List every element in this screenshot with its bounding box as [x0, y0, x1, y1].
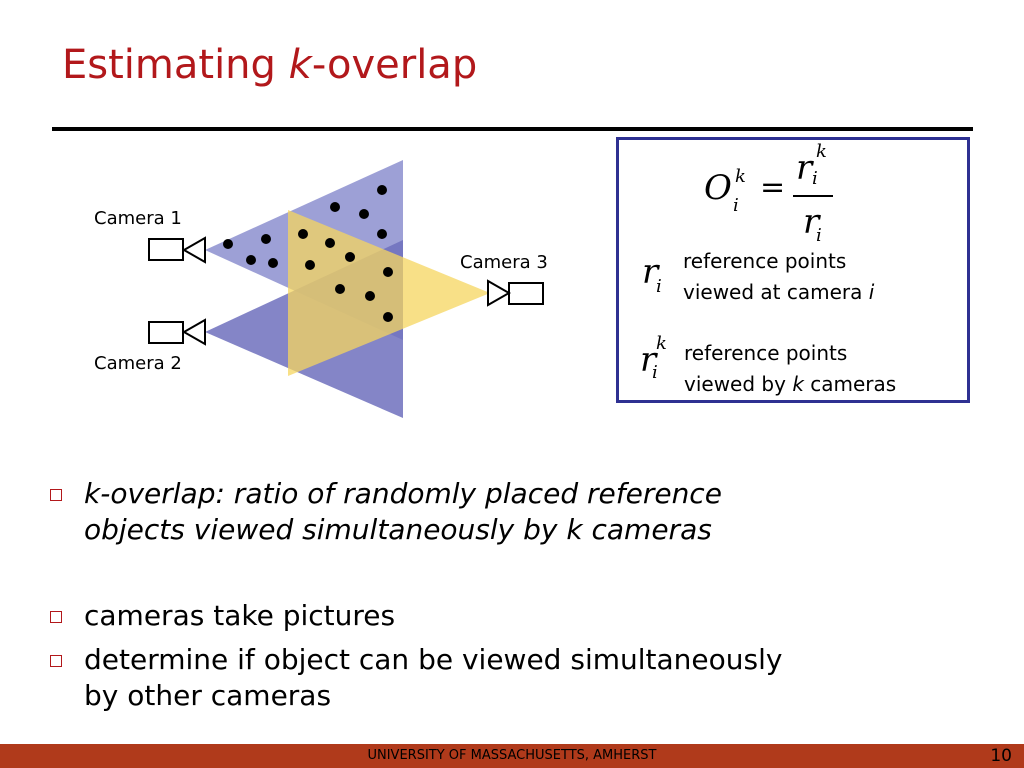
bullet-item: k-overlap: ratio of randomly placed refe…	[48, 476, 988, 548]
formula-equals: =	[760, 170, 786, 205]
camera1-icon	[148, 236, 206, 264]
def2-line1: reference points	[684, 341, 848, 365]
bullet-item: cameras take pictures	[48, 598, 988, 634]
reference-point	[365, 291, 375, 301]
slide-title: Estimating k-overlap	[62, 42, 477, 88]
reference-point	[268, 258, 278, 268]
def2-symbol-base: r	[640, 340, 657, 380]
def2-symbol-sub: i	[652, 362, 658, 383]
bullet-line: k-overlap: ratio of randomly placed refe…	[84, 477, 722, 510]
reference-point	[335, 284, 345, 294]
title-prefix: Estimating	[62, 42, 289, 88]
reference-point	[359, 209, 369, 219]
def2-text: reference points viewed by k cameras	[684, 338, 896, 400]
formula-lhs-base: O	[704, 168, 732, 208]
def1-symbol-base: r	[642, 252, 659, 292]
reference-point	[377, 185, 387, 195]
def2-line2: viewed by k cameras	[684, 369, 896, 400]
reference-point	[305, 260, 315, 270]
def1-text: reference points viewed at camera i	[683, 246, 874, 308]
camera3-icon	[487, 279, 544, 307]
formula-lhs-sup: k	[735, 166, 746, 187]
reference-point	[383, 312, 393, 322]
bullet-square-icon	[50, 489, 62, 501]
def2-line2-prefix: viewed by	[684, 372, 793, 396]
reference-point	[246, 255, 256, 265]
formula-numerator-sub: i	[812, 168, 818, 189]
camera2-label: Camera 2	[94, 353, 182, 374]
camera2-icon	[148, 318, 206, 346]
bullet-line: determine if object can be viewed simult…	[84, 643, 783, 676]
reference-points	[223, 185, 393, 322]
reference-point	[330, 202, 340, 212]
def2-line2-var: k	[792, 372, 804, 396]
reference-point	[223, 239, 233, 249]
fraction-bar	[793, 195, 833, 197]
reference-point	[345, 252, 355, 262]
def1-line2-var: i	[868, 280, 875, 304]
title-rule	[52, 127, 973, 131]
formula-numerator-base: r	[796, 148, 813, 188]
def1-line1: reference points	[683, 249, 847, 273]
title-k: k	[288, 42, 312, 88]
formula-denominator-sub: i	[816, 225, 822, 246]
formula-denominator-base: r	[803, 202, 820, 242]
def1-symbol-sub: i	[656, 276, 662, 297]
formula-numerator-sup: k	[816, 141, 827, 162]
def2-symbol-sup: k	[656, 333, 667, 354]
page-number: 10	[990, 746, 1012, 766]
camera3-label: Camera 3	[460, 252, 548, 273]
formula-lhs-sub: i	[733, 195, 739, 216]
bullet-square-icon	[50, 655, 62, 667]
bullet-line: objects viewed simultaneously by k camer…	[84, 513, 712, 546]
camera3-fov-region	[288, 210, 490, 376]
footer-bar: UNIVERSITY OF MASSACHUSETTS, AMHERST 10	[0, 744, 1024, 768]
def2-line2-suffix: cameras	[803, 372, 897, 396]
def1-line2-prefix: viewed at camera	[683, 280, 869, 304]
bullet-square-icon	[50, 611, 62, 623]
reference-point	[261, 234, 271, 244]
reference-point	[377, 229, 387, 239]
title-suffix: -overlap	[311, 42, 478, 88]
bullet-line: by other cameras	[84, 679, 332, 712]
bullet-line: cameras take pictures	[84, 599, 396, 632]
def1-line2: viewed at camera i	[683, 277, 874, 308]
footer-text: UNIVERSITY OF MASSACHUSETTS, AMHERST	[367, 748, 657, 763]
bullet-item: determine if object can be viewed simult…	[48, 642, 988, 714]
formula-box	[616, 137, 970, 403]
reference-point	[325, 238, 335, 248]
reference-point	[298, 229, 308, 239]
bullet-list: k-overlap: ratio of randomly placed refe…	[48, 476, 988, 714]
camera1-label: Camera 1	[94, 208, 182, 229]
reference-point	[383, 267, 393, 277]
